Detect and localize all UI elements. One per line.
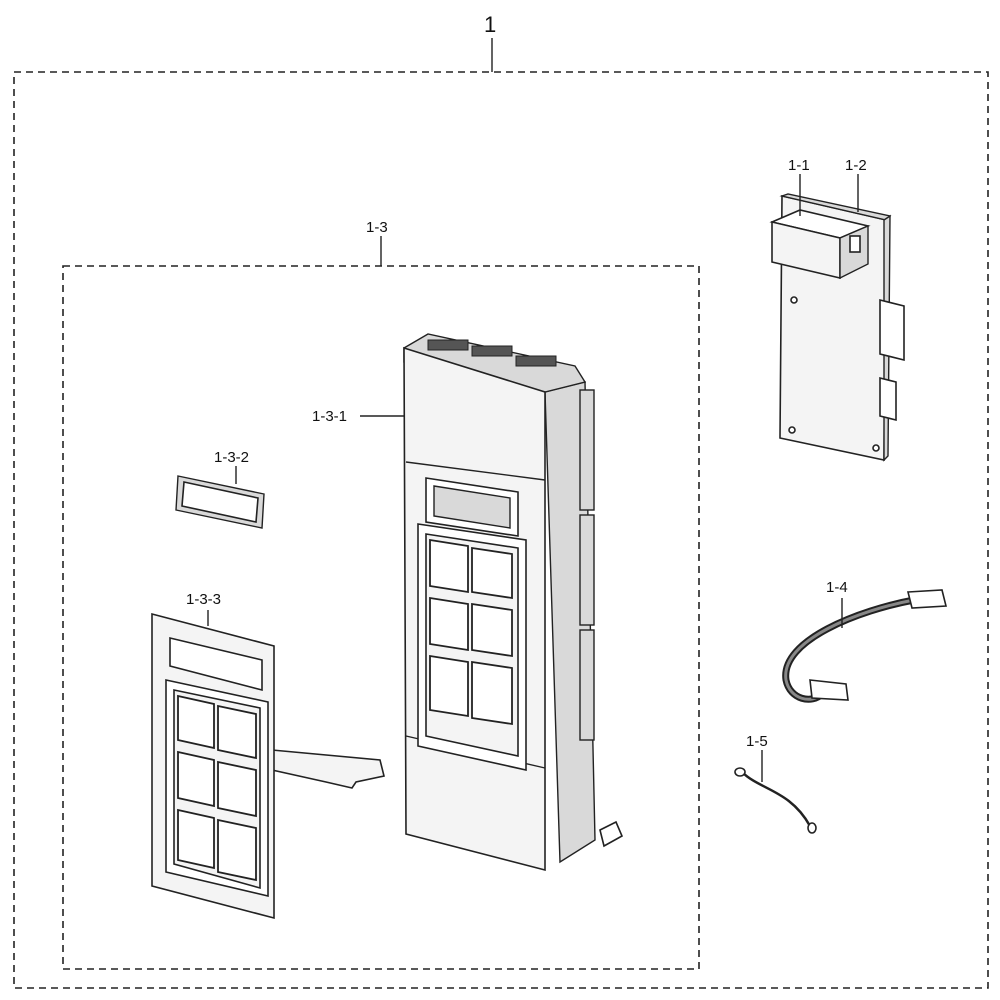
label-wire-harness: 1-4 xyxy=(826,579,848,596)
label-control-panel: 1-3-1 xyxy=(312,408,347,425)
label-membrane-keypad: 1-3-3 xyxy=(186,591,221,608)
label-pcb-cover: 1-1 xyxy=(788,157,810,174)
control-panel xyxy=(403,333,624,872)
label-assembly: 1 xyxy=(484,12,496,37)
assembly-boundary xyxy=(13,71,989,989)
label-ground-wire: 1-5 xyxy=(746,733,768,750)
membrane-keypad xyxy=(151,612,385,920)
display-window xyxy=(175,475,265,529)
label-control-sub-assembly: 1-3 xyxy=(366,219,388,236)
wire-harness xyxy=(782,589,948,703)
label-pcb: 1-2 xyxy=(845,157,867,174)
pcb-cover xyxy=(769,209,871,280)
ground-wire xyxy=(734,767,817,834)
label-window: 1-3-2 xyxy=(214,449,249,466)
